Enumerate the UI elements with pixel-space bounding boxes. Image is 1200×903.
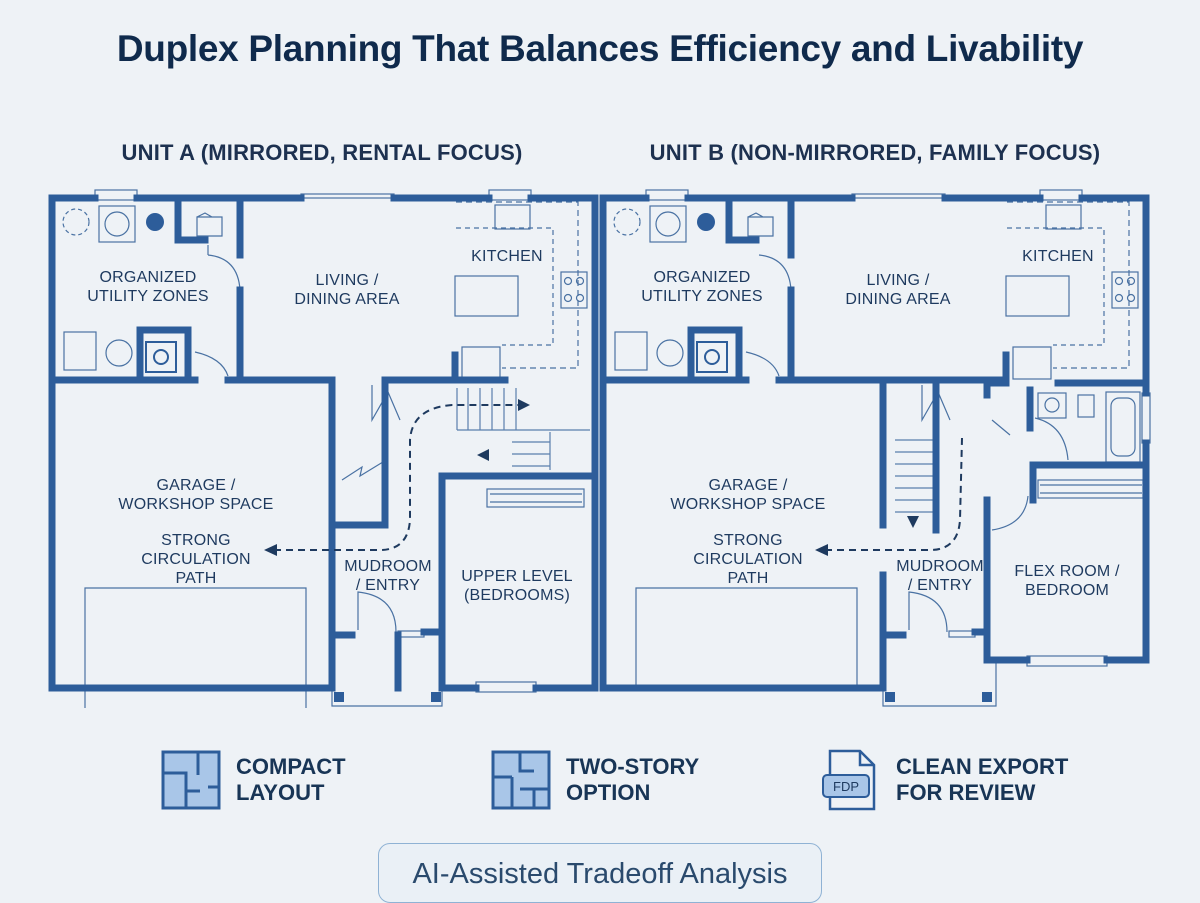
room-label-extra: UPPER LEVEL <box>461 568 573 585</box>
feature-label-line-1: CLEAN EXPORT <box>896 754 1069 779</box>
room-label-living: LIVING / <box>867 272 930 289</box>
room-label-circulation: PATH <box>727 570 768 587</box>
unit-a-room-labels: ORGANIZED UTILITY ZONES LIVING / DINING ARE… <box>87 248 573 604</box>
room-label-living: DINING AREA <box>845 291 950 308</box>
feature-two-story-option: TWO-STORY OPTION <box>490 748 766 812</box>
room-label-utility: UTILITY ZONES <box>641 288 762 305</box>
room-label-circulation: CIRCULATION <box>693 551 802 568</box>
room-label-mudroom: / ENTRY <box>356 577 420 594</box>
room-label-garage: WORKSHOP SPACE <box>670 496 825 513</box>
room-label-garage: WORKSHOP SPACE <box>118 496 273 513</box>
unit-b-heading: UNIT B (NON-MIRRORED, FAMILY FOCUS) <box>649 140 1101 165</box>
room-label-kitchen: KITCHEN <box>471 248 543 265</box>
feature-label-line-1: COMPACT <box>236 754 346 779</box>
room-label-extra: (BEDROOMS) <box>464 587 570 604</box>
room-label-garage: GARAGE / <box>157 477 236 494</box>
file-export-icon: FDP <box>822 749 876 811</box>
feature-label-line-2: LAYOUT <box>236 780 325 805</box>
footer-pill-text: AI-Assisted Tradeoff Analysis <box>412 858 788 890</box>
unit-a-plan <box>48 189 599 708</box>
feature-clean-export: FDP CLEAN EXPORT FOR REVIEW <box>820 748 1096 812</box>
room-label-living: LIVING / <box>316 272 379 289</box>
room-label-extra: FLEX ROOM / <box>1014 563 1120 580</box>
page-title: Duplex Planning That Balances Efficiency… <box>116 28 1084 69</box>
room-label-utility: ORGANIZED <box>100 269 197 286</box>
feature-label-line-2: OPTION <box>566 780 651 805</box>
room-label-mudroom: MUDROOM <box>896 558 984 575</box>
unit-b-room-labels: ORGANIZED UTILITY ZONES LIVING / DINING ARE… <box>641 248 1120 599</box>
room-label-circulation: STRONG <box>161 532 231 549</box>
compact-floorplan-icon <box>161 750 221 810</box>
room-label-utility: UTILITY ZONES <box>87 288 208 305</box>
room-label-circulation: STRONG <box>713 532 783 549</box>
room-label-extra: BEDROOM <box>1025 582 1109 599</box>
room-label-mudroom: MUDROOM <box>344 558 432 575</box>
feature-label-line-2: FOR REVIEW <box>896 780 1036 805</box>
two-story-floorplan-icon <box>491 750 551 810</box>
footer-pill: AI-Assisted Tradeoff Analysis <box>378 843 822 903</box>
room-label-utility: ORGANIZED <box>654 269 751 286</box>
room-label-mudroom: / ENTRY <box>908 577 972 594</box>
room-label-circulation: PATH <box>175 570 216 587</box>
feature-label-line-1: TWO-STORY <box>566 754 700 779</box>
file-tag: FDP <box>833 779 859 794</box>
room-label-kitchen: KITCHEN <box>1022 248 1094 265</box>
feature-compact-layout: COMPACT LAYOUT <box>160 748 436 812</box>
room-label-garage: GARAGE / <box>709 477 788 494</box>
room-label-living: DINING AREA <box>294 291 399 308</box>
unit-b-plan <box>599 189 1151 707</box>
unit-a-heading: UNIT A (MIRRORED, RENTAL FOCUS) <box>121 140 523 165</box>
room-label-circulation: CIRCULATION <box>141 551 250 568</box>
